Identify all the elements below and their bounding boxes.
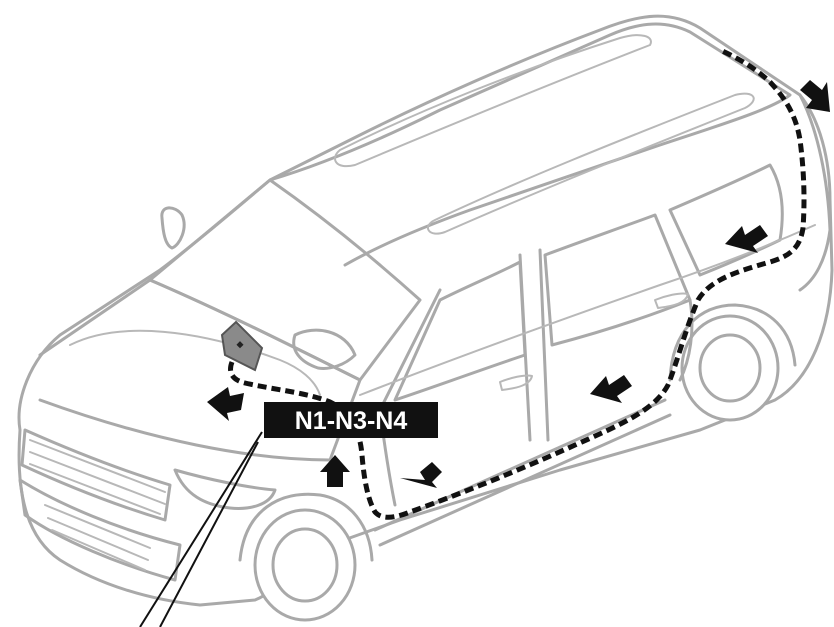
rear-wheel [682, 316, 778, 420]
car-outline [19, 16, 832, 620]
connector-label: N1-N3-N4 [264, 402, 438, 438]
antenna [162, 208, 184, 248]
connector-label-text: N1-N3-N4 [295, 407, 408, 435]
front-wheel [255, 510, 355, 620]
